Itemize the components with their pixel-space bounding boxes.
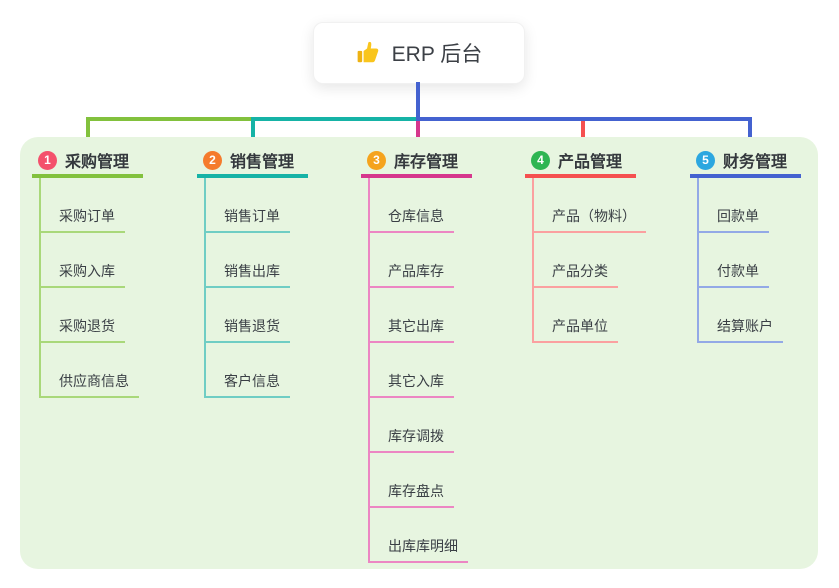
- child-node-label: 库存调拨: [368, 426, 454, 453]
- child-node-label: 库存盘点: [368, 481, 454, 508]
- branch-title-label: 产品管理: [558, 154, 623, 171]
- branch-children: 销售订单销售出库销售退货客户信息: [197, 178, 308, 398]
- branch-drop-line-5: [748, 117, 752, 141]
- bus-segment-middle: [253, 117, 418, 121]
- child-node-label: 产品（物料）: [532, 206, 646, 233]
- child-node[interactable]: 产品库存: [368, 233, 454, 288]
- child-node-label: 销售出库: [204, 261, 290, 288]
- child-node-label: 采购订单: [39, 206, 125, 233]
- branches-panel: [20, 137, 818, 569]
- branch-children: 产品（物料） 产品分类产品单位: [525, 178, 646, 343]
- child-node-label: 销售订单: [204, 206, 290, 233]
- root-node[interactable]: ERP 后台: [313, 22, 525, 84]
- child-node[interactable]: 产品单位: [532, 288, 618, 343]
- branch-title-5[interactable]: 5 财务管理: [690, 146, 802, 178]
- branch-number-badge: 5: [696, 150, 715, 170]
- branch-title-label: 库存管理: [394, 154, 459, 171]
- branch-title-label: 采购管理: [65, 154, 130, 171]
- branch-title-label: 销售管理: [230, 154, 295, 171]
- child-node[interactable]: 客户信息: [204, 343, 290, 398]
- branch-title-label: 财务管理: [723, 154, 788, 171]
- branch-spine-line: [697, 178, 699, 343]
- child-node-label: 回款单: [697, 206, 769, 233]
- branch-spine-line: [39, 178, 41, 398]
- child-node-label: 其它出库: [368, 316, 454, 343]
- branch-spine-line: [368, 178, 370, 563]
- thumbs-up-icon: [356, 40, 382, 66]
- child-node[interactable]: 采购入库: [39, 233, 125, 288]
- child-node-label: 采购退货: [39, 316, 125, 343]
- bus-segment-right: [416, 117, 752, 121]
- branch-number-badge: 2: [203, 150, 222, 170]
- child-node[interactable]: 回款单: [697, 178, 769, 233]
- branch-number-badge: 3: [367, 150, 386, 170]
- child-node[interactable]: 库存盘点: [368, 453, 454, 508]
- child-node-label: 仓库信息: [368, 206, 454, 233]
- child-node[interactable]: 库存调拨: [368, 398, 454, 453]
- child-node[interactable]: 其它入库: [368, 343, 454, 398]
- child-node-label: 客户信息: [204, 371, 290, 398]
- branch-2: 2 销售管理销售订单销售出库销售退货客户信息: [197, 146, 309, 398]
- child-node-label: 销售退货: [204, 316, 290, 343]
- child-node[interactable]: 销售出库: [204, 233, 290, 288]
- branch-title-4[interactable]: 4 产品管理: [525, 146, 637, 178]
- child-node-label: 其它入库: [368, 371, 454, 398]
- branch-title-2[interactable]: 2 销售管理: [197, 146, 309, 178]
- child-node[interactable]: 结算账户: [697, 288, 783, 343]
- branch-drop-line-3: [416, 121, 420, 141]
- branch-children: 采购订单采购入库采购退货供应商信息: [32, 178, 143, 398]
- child-node[interactable]: 产品（物料）: [532, 178, 646, 233]
- branch-drop-line-4: [581, 121, 585, 141]
- child-node[interactable]: 供应商信息: [39, 343, 139, 398]
- child-node-label: 产品单位: [532, 316, 618, 343]
- child-node[interactable]: 仓库信息: [368, 178, 454, 233]
- child-node[interactable]: 其它出库: [368, 288, 454, 343]
- child-node[interactable]: 销售退货: [204, 288, 290, 343]
- child-node-label: 采购入库: [39, 261, 125, 288]
- child-node-label: 产品库存: [368, 261, 454, 288]
- child-node[interactable]: 销售订单: [204, 178, 290, 233]
- branch-4: 4 产品管理产品（物料） 产品分类产品单位: [525, 146, 646, 343]
- bus-segment-left: [86, 117, 253, 121]
- child-node[interactable]: 产品分类: [532, 233, 618, 288]
- child-node-label: 供应商信息: [39, 371, 139, 398]
- child-node[interactable]: 付款单: [697, 233, 769, 288]
- branch-spine-line: [204, 178, 206, 398]
- child-node[interactable]: 采购订单: [39, 178, 125, 233]
- branch-number-badge: 1: [38, 150, 57, 170]
- branch-1: 1 采购管理采购订单采购入库采购退货供应商信息: [32, 146, 144, 398]
- branch-number-badge: 4: [531, 150, 550, 170]
- branch-children: 仓库信息产品库存其它出库其它入库库存调拨库存盘点出库库明细: [361, 178, 472, 563]
- child-node-label: 结算账户: [697, 316, 783, 343]
- branch-drop-line-2: [251, 117, 255, 141]
- branch-drop-line-1: [86, 117, 90, 141]
- root-connector-line: [416, 82, 420, 117]
- branch-3: 3 库存管理仓库信息产品库存其它出库其它入库库存调拨库存盘点出库库明细: [361, 146, 473, 563]
- branch-spine-line: [532, 178, 534, 343]
- branch-title-1[interactable]: 1 采购管理: [32, 146, 144, 178]
- child-node-label: 产品分类: [532, 261, 618, 288]
- branch-children: 回款单付款单结算账户: [690, 178, 801, 343]
- child-node-label: 出库库明细: [368, 536, 468, 563]
- child-node[interactable]: 出库库明细: [368, 508, 468, 563]
- child-node-label: 付款单: [697, 261, 769, 288]
- branch-title-3[interactable]: 3 库存管理: [361, 146, 473, 178]
- root-title: ERP 后台: [391, 43, 483, 66]
- branch-5: 5 财务管理回款单付款单结算账户: [690, 146, 802, 343]
- child-node[interactable]: 采购退货: [39, 288, 125, 343]
